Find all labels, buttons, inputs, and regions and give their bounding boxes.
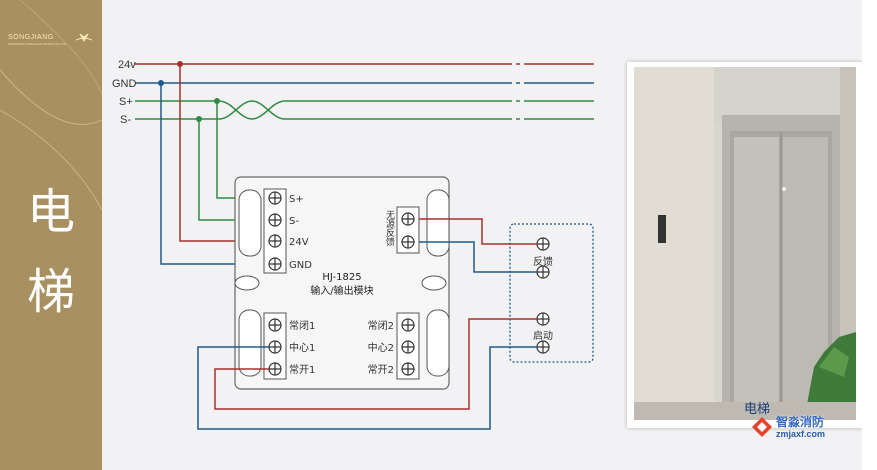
photo-caption: 电梯 bbox=[744, 402, 771, 417]
elevator-control-box bbox=[509, 223, 594, 363]
terminal-label-no1: 常开1 bbox=[289, 363, 315, 376]
terminal-label-nc1: 常闭1 bbox=[289, 319, 315, 332]
wiring-diagram: 24v GND S+ S- bbox=[112, 59, 594, 430]
wire-feedback-red bbox=[419, 218, 537, 245]
watermark-logo-icon bbox=[752, 417, 772, 437]
terminal-label-24v: 24V bbox=[289, 237, 309, 248]
watermark: 智淼消防 zmjaxf.com bbox=[750, 413, 860, 441]
terminal-label-gnd: GND bbox=[289, 260, 312, 271]
wire-feedback-blue bbox=[419, 241, 537, 273]
start-label: 启动 bbox=[533, 329, 553, 342]
module-name: 输入/输出模块 bbox=[310, 284, 373, 297]
logo-name: SONGJIANG bbox=[8, 34, 54, 41]
twisted-pair-s-plus bbox=[218, 100, 286, 120]
side-title-char-2: 梯 bbox=[26, 264, 75, 320]
terminal-label-no2: 常开2 bbox=[368, 363, 394, 376]
rail-label-24v: 24v bbox=[118, 59, 136, 71]
feedback-label: 反馈 bbox=[533, 255, 553, 268]
lotus-logo-icon bbox=[75, 33, 93, 42]
rail-label-s-minus: S- bbox=[120, 114, 131, 126]
watermark-name: 智淼消防 bbox=[776, 415, 825, 429]
decorative-arcs bbox=[0, 0, 102, 211]
terminal-label-s-plus: S+ bbox=[289, 194, 304, 205]
rail-label-gnd: GND bbox=[112, 78, 137, 90]
side-title-char-1: 电 bbox=[26, 184, 75, 240]
wire-start-blue bbox=[197, 346, 537, 430]
wire-start-red bbox=[214, 318, 537, 410]
logo-subtitle: SONGJIANG FIRE-ELECTRONIC CO.,LTD bbox=[8, 42, 67, 46]
rail-label-s-plus: S+ bbox=[119, 96, 133, 108]
sidebar: SONGJIANG SONGJIANG FIRE-ELECTRONIC CO.,… bbox=[0, 0, 102, 470]
twisted-pair-s-minus bbox=[218, 100, 286, 120]
module-model: HJ-1825 bbox=[322, 272, 361, 283]
module-terminals bbox=[268, 191, 415, 376]
terminal-label-s-minus: S- bbox=[289, 216, 299, 227]
rail-break-marks bbox=[512, 63, 524, 120]
terminal-label-nc2: 常闭2 bbox=[368, 319, 394, 332]
elevator-photo bbox=[634, 67, 856, 420]
watermark-url: zmjaxf.com bbox=[776, 429, 826, 439]
terminal-label-com2: 中心2 bbox=[368, 341, 394, 354]
company-logo: SONGJIANG SONGJIANG FIRE-ELECTRONIC CO.,… bbox=[8, 33, 98, 46]
right-margin bbox=[862, 0, 877, 470]
elevator-photo-card bbox=[627, 62, 863, 428]
module-hj-1825 bbox=[234, 176, 450, 390]
terminal-label-com1: 中心1 bbox=[289, 341, 315, 354]
passive-feedback-label: 无源反馈 bbox=[384, 210, 395, 247]
wire-gnd bbox=[160, 83, 264, 265]
